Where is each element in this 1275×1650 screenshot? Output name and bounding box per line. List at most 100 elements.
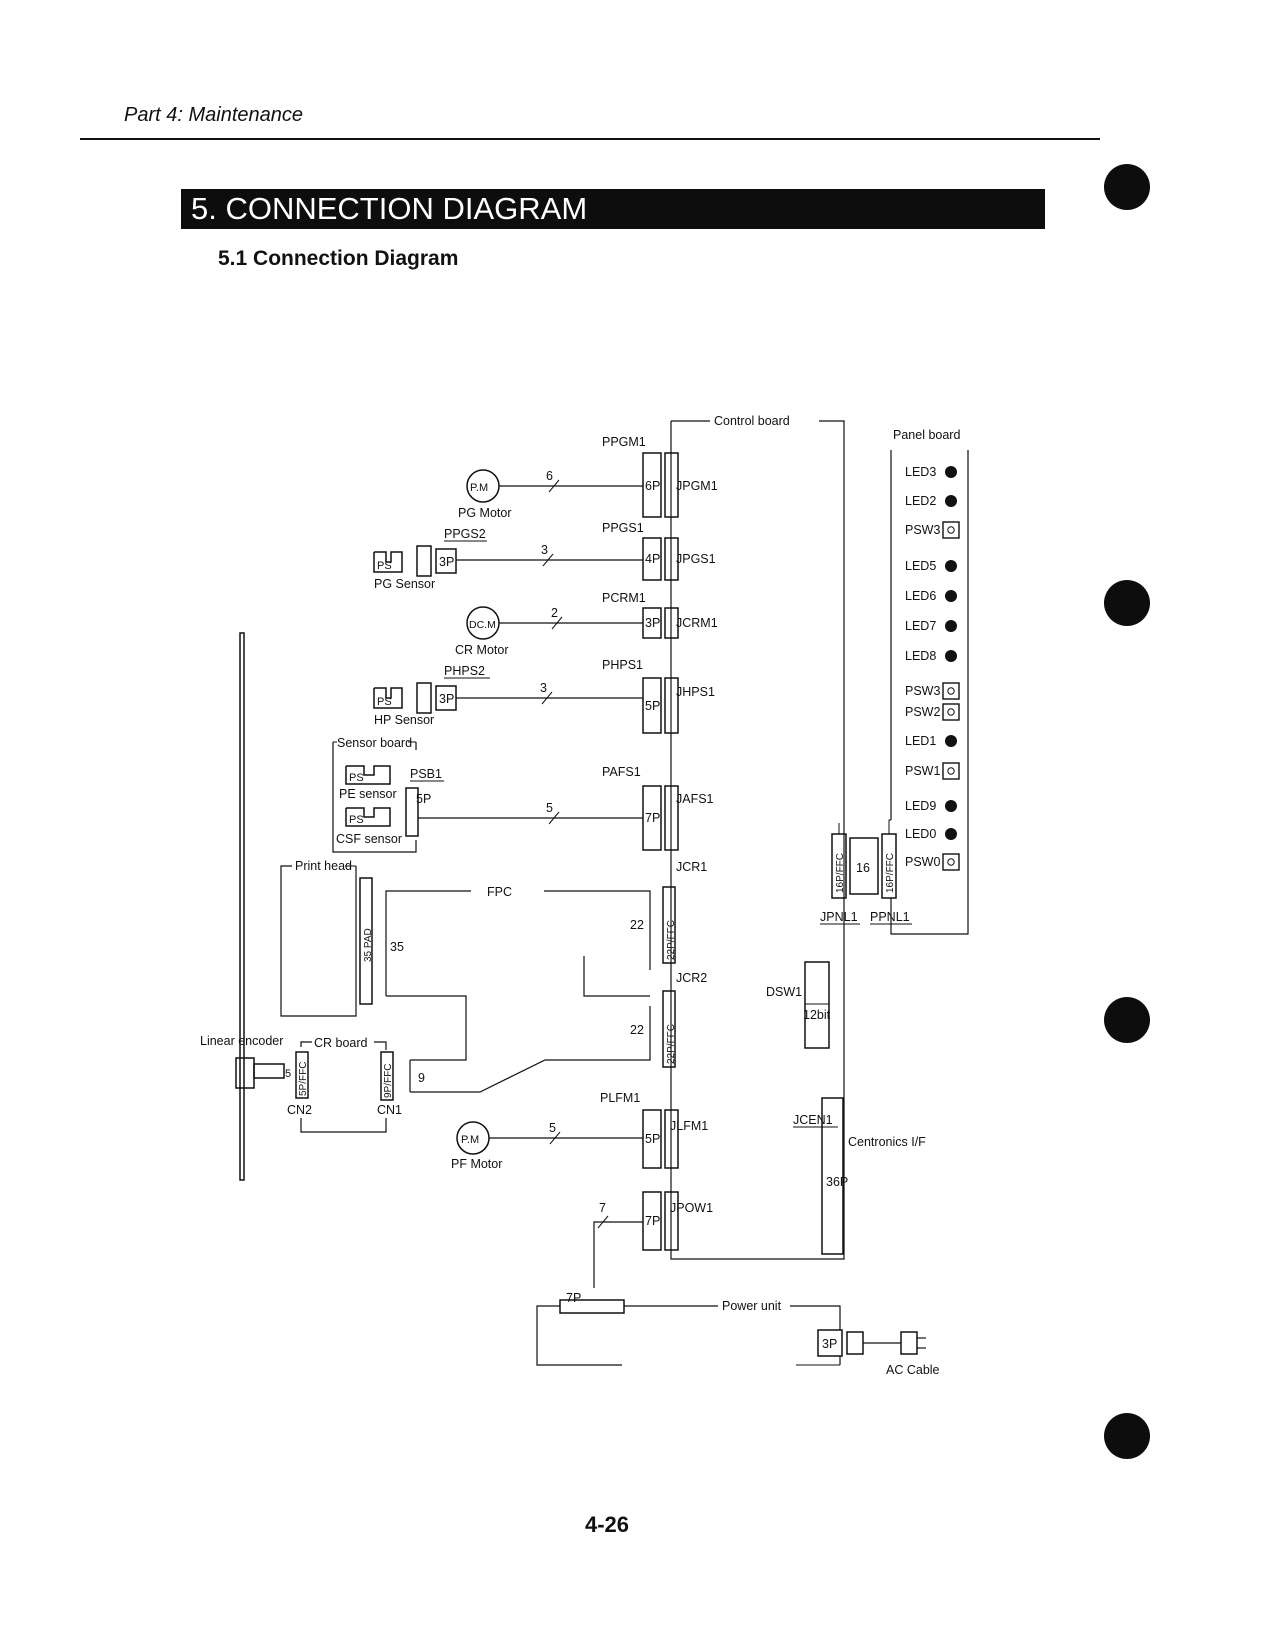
power-unit-3p-socket [817,1329,843,1357]
ppgs2-label: PPGS2 [444,527,486,541]
led-icon [945,466,957,478]
pe-sensor-symbol: PS [349,772,364,784]
jpgs1-label: JPGS1 [676,552,716,566]
ppgm1-plug [642,452,662,518]
plfm1-plug [642,1109,662,1169]
section-title: 5. CONNECTION DIAGRAM [191,191,588,226]
jcrm1-socket [664,607,679,639]
hp-sensor-symbol: PS [377,696,392,708]
connector-crm1: PCRM1 3P JCRM1 [602,591,718,639]
phps1-pins: 5P [645,699,660,713]
hp-sensor-wires: 3 [540,681,547,695]
cn2-label: CN2 [287,1103,312,1117]
sensor-board: Sensor board PS PSB1 PE sensor 5P PS CSF… [332,736,643,853]
connector-afs1: PAFS1 7P JAFS1 [602,765,714,851]
fpc-label: FPC [487,885,512,899]
panel-item-label: LED7 [905,619,936,633]
pg-motor: P.M PG Motor 6 [458,469,643,520]
ppgs1-label: PPGS1 [602,521,644,535]
jpgs1-socket [664,537,679,581]
print-head-count: 35 [390,940,404,954]
fpc-count-bottom: 22 [630,1023,644,1037]
jcrm1-label: JCRM1 [676,616,718,630]
subsection-title: 5.1 Connection Diagram [218,247,459,270]
panel-board-label: Panel board [893,428,960,442]
jcen1: JCEN1 36P Centronics I/F [793,1097,926,1255]
dsw1-bits: 12bit [803,1008,831,1022]
jafs1-socket [664,785,679,851]
hp-sensor-plug [416,682,432,714]
ac-plug [900,1331,918,1355]
power-unit: 7P Power unit 3P AC Cable [536,1291,940,1377]
print-head-label: Print head [295,859,352,873]
dsw1-label: DSW1 [766,985,802,999]
jlfm1-socket [664,1109,679,1169]
panel-item-label: LED5 [905,559,936,573]
pf-motor-label: PF Motor [451,1157,502,1171]
csf-sensor-symbol: PS [349,814,364,826]
pafs1-plug [642,785,662,851]
connector-pgs1: PPGS1 4P JPGS1 [602,521,716,581]
push-switch-knob-icon [947,526,955,534]
dsw1: DSW1 12bit [766,961,831,1049]
cn2-socket [295,1051,309,1099]
phps1-plug [642,677,662,734]
pg-motor-label: PG Motor [458,506,512,520]
jcr1-socket [662,886,676,964]
psb1-plug [405,787,419,837]
pg-sensor-socket [435,548,457,574]
connector-lfm1: PLFM1 5P JLFM1 [600,1091,708,1169]
ac-cable-label: AC Cable [886,1363,940,1377]
connector-hps1: PHPS1 5P JHPS1 [602,658,715,734]
print-head-pad-label: 35 PAD [363,928,374,962]
panel-board: Panel board LED3LED2PSW3LED5LED6LED7LED8… [890,428,969,935]
panel-item-label: LED6 [905,589,936,603]
connector-pow1: 7P JPOW1 7 [593,1191,713,1288]
jcr2-pins: 22P/FFC [666,1024,677,1064]
cr-motor-symbol-text: DC.M [469,619,496,631]
push-switch-knob-icon [947,708,955,716]
cr-motor-label: CR Motor [455,643,508,657]
phps2-label: PHPS2 [444,664,485,678]
panel-item-label: PSW2 [905,705,940,719]
panel-cable-count: 16 [856,861,870,875]
panel-item-label: LED0 [905,827,936,841]
linear-encoder-sensor [235,1057,255,1089]
pg-sensor-symbol: PS [377,560,392,572]
jhps1-socket [664,677,679,734]
pg-sensor-label: PG Sensor [374,577,435,591]
print-head-pad [359,877,373,1005]
panel-item-label: PSW3 [905,684,940,698]
jlfm1-label: JLFM1 [670,1119,708,1133]
jcr1-pins: 22P/FFC [666,920,677,960]
centronics-label: Centronics I/F [848,1135,926,1149]
margin-bullet-2 [1104,580,1150,626]
led-icon [945,650,957,662]
pcrm1-label: PCRM1 [602,591,646,605]
jpow1-plug [642,1191,662,1251]
linear-encoder-scale [239,632,245,1181]
margin-bullet-3 [1104,997,1150,1043]
ppgm1-pins: 6P [645,479,660,493]
panel-items: LED3LED2PSW3LED5LED6LED7LED8PSW3PSW2LED1… [905,465,960,871]
margin-bullet-1 [1104,164,1150,210]
jpgm1-socket [664,452,679,518]
cn2-pins: 5P/FFC [298,1062,309,1096]
page-number: 4-26 [585,1512,630,1537]
led-icon [945,560,957,572]
panel-item-label: LED1 [905,734,936,748]
cn1-label: CN1 [377,1103,402,1117]
cn1-pins: 9P/FFC [383,1064,394,1098]
ppgs1-plug [642,537,662,581]
jcr2-label: JCR2 [676,971,707,985]
jpgm1-label: JPGM1 [676,479,718,493]
panel-item-label: PSW0 [905,855,940,869]
print-head: Print head 35 PAD 35 [280,859,404,1017]
control-board-label: Control board [714,414,790,428]
jcr1-label: JCR1 [676,860,707,874]
ac-inlet [846,1331,864,1355]
psb1-label: PSB1 [410,767,442,781]
ppgm1-label: PPGM1 [602,435,646,449]
pe-sensor-label: PE sensor [339,787,397,801]
